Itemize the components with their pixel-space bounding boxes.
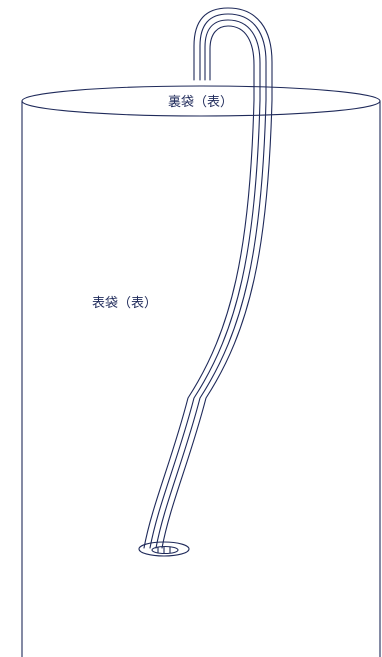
bag-opening-rim <box>21 85 381 117</box>
outer-bag-label: 表袋（表） <box>92 296 157 311</box>
cord-stopper <box>138 541 190 557</box>
drawstring-cord <box>143 7 273 549</box>
lining-bag-label: 裏袋（表） <box>168 95 233 110</box>
